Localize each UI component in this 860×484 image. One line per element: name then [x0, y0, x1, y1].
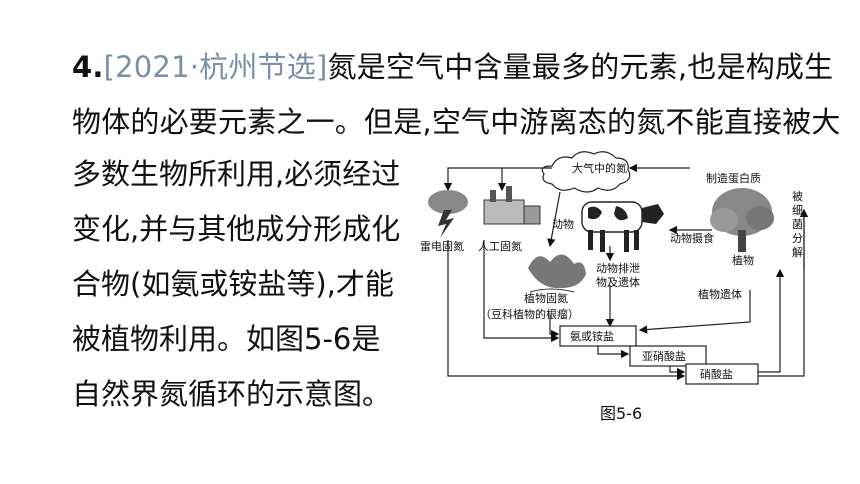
excretion-label-2: 物及遗体	[596, 275, 640, 289]
svg-text:细: 细	[792, 204, 803, 217]
air-cloud-shape	[541, 151, 631, 193]
question-line-2: 物体的必要元素之一。但是,空气中游离态的氮不能直接被大	[72, 105, 841, 139]
side-line-5: 自然界氮循环的示意图。	[72, 377, 392, 411]
plant-remains-label: 植物遗体	[698, 287, 742, 301]
svg-text:菌: 菌	[792, 218, 803, 231]
animal-eat-label: 动物摄食	[670, 231, 714, 245]
svg-text:解: 解	[792, 245, 803, 259]
nitrate-box	[685, 363, 759, 385]
question-source: [2021·杭州节选]	[103, 50, 328, 84]
side-line-4: 被植物利用。如图5-6是	[72, 322, 381, 356]
side-line-2: 变化,并与其他成分形成化	[72, 212, 401, 246]
industrial-label: 人工固氮	[478, 239, 522, 253]
nitrite-label: 亚硝酸盐	[642, 349, 686, 363]
svg-text:被: 被	[792, 190, 803, 203]
lightning-icon	[428, 190, 468, 238]
cow-icon	[581, 201, 664, 252]
animal-label: 动物	[552, 217, 574, 231]
excretion-label-1: 动物排泄	[596, 261, 640, 275]
protein-label: 制造蛋白质	[706, 171, 761, 185]
plant-label: 植物	[732, 253, 754, 267]
question-number: 4.	[72, 50, 104, 84]
bacteria-label: 被 细 菌 分 解	[792, 190, 803, 259]
svg-text:分: 分	[792, 232, 803, 245]
legume-plant-icon	[528, 254, 586, 293]
nitrogen-cycle-diagram: 大气中的氮 雷电固氮 人工固氮 动物 动物排泄 物及遗体 动物摄食 制造蛋白质 …	[420, 151, 809, 385]
side-line-1: 多数生物所利用,必须经过	[72, 157, 401, 191]
question-text-1: 氮是空气中含量最多的元素,也是构成生	[327, 50, 834, 84]
tree-icon	[710, 188, 774, 252]
question-side-text: 多数生物所利用,必须经过 变化,并与其他成分形成化 合物(如氨或铵盐等),才能 …	[72, 147, 400, 422]
question-line-1: 4.[2021·杭州节选]氮是空气中含量最多的元素,也是构成生	[72, 40, 833, 95]
factory-icon	[483, 186, 541, 225]
side-line-3: 合物(如氨或铵盐等),才能	[72, 267, 394, 301]
nitrite-box	[629, 345, 707, 367]
ammonia-label: 氨或铵盐	[570, 329, 614, 343]
plant-fix-label: 植物固氮	[524, 291, 568, 305]
lightning-label: 雷电固氮	[420, 239, 464, 253]
ammonia-box	[559, 325, 637, 347]
legume-label: （豆科植物的根瘤）	[480, 307, 579, 321]
air-n2-label: 大气中的氮	[572, 161, 627, 175]
nitrate-label: 硝酸盐	[700, 367, 733, 381]
figure-caption: 图5-6	[600, 404, 643, 423]
